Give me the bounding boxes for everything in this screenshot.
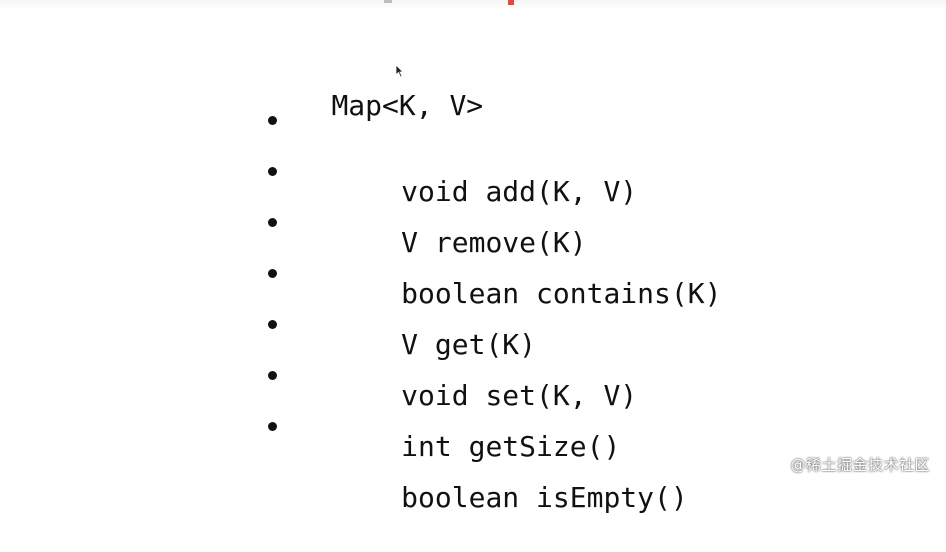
- slide-content: Map<K, V> void add(K, V) V remove(K) boo…: [264, 52, 721, 514]
- method-signature: V remove(K): [401, 226, 587, 259]
- list-item: V get(K): [264, 255, 721, 361]
- bullet-dot-icon: [268, 269, 277, 278]
- list-item: boolean isEmpty(): [264, 408, 721, 514]
- method-signature: boolean contains(K): [401, 277, 722, 310]
- bullet-dot-icon: [268, 218, 277, 227]
- list-item: V remove(K): [264, 153, 721, 259]
- top-edge-mark: [384, 0, 392, 3]
- watermark: @稀土掘金技术社区: [790, 456, 930, 474]
- method-signature: void add(K, V): [401, 175, 638, 208]
- list-item: void add(K, V): [264, 102, 721, 208]
- bullet-dot-icon: [268, 371, 277, 380]
- method-signature: boolean isEmpty(): [401, 481, 688, 514]
- top-edge-fade: [0, 0, 946, 10]
- bullet-dot-icon: [268, 116, 277, 125]
- map-interface-heading: Map<K, V>: [264, 52, 721, 122]
- list-item: boolean contains(K): [264, 204, 721, 310]
- heading-text: Map<K, V>: [331, 89, 484, 122]
- method-list: void add(K, V) V remove(K) boolean conta…: [264, 102, 721, 514]
- top-edge-red-mark: [508, 0, 514, 5]
- bullet-dot-icon: [268, 320, 277, 329]
- method-signature: V get(K): [401, 328, 537, 361]
- list-item: void set(K, V): [264, 306, 721, 412]
- bullet-dot-icon: [268, 167, 277, 176]
- bullet-dot-icon: [268, 422, 277, 431]
- list-item: int getSize(): [264, 357, 721, 463]
- method-signature: int getSize(): [401, 430, 621, 463]
- method-signature: void set(K, V): [401, 379, 638, 412]
- mouse-pointer-icon: [395, 64, 404, 78]
